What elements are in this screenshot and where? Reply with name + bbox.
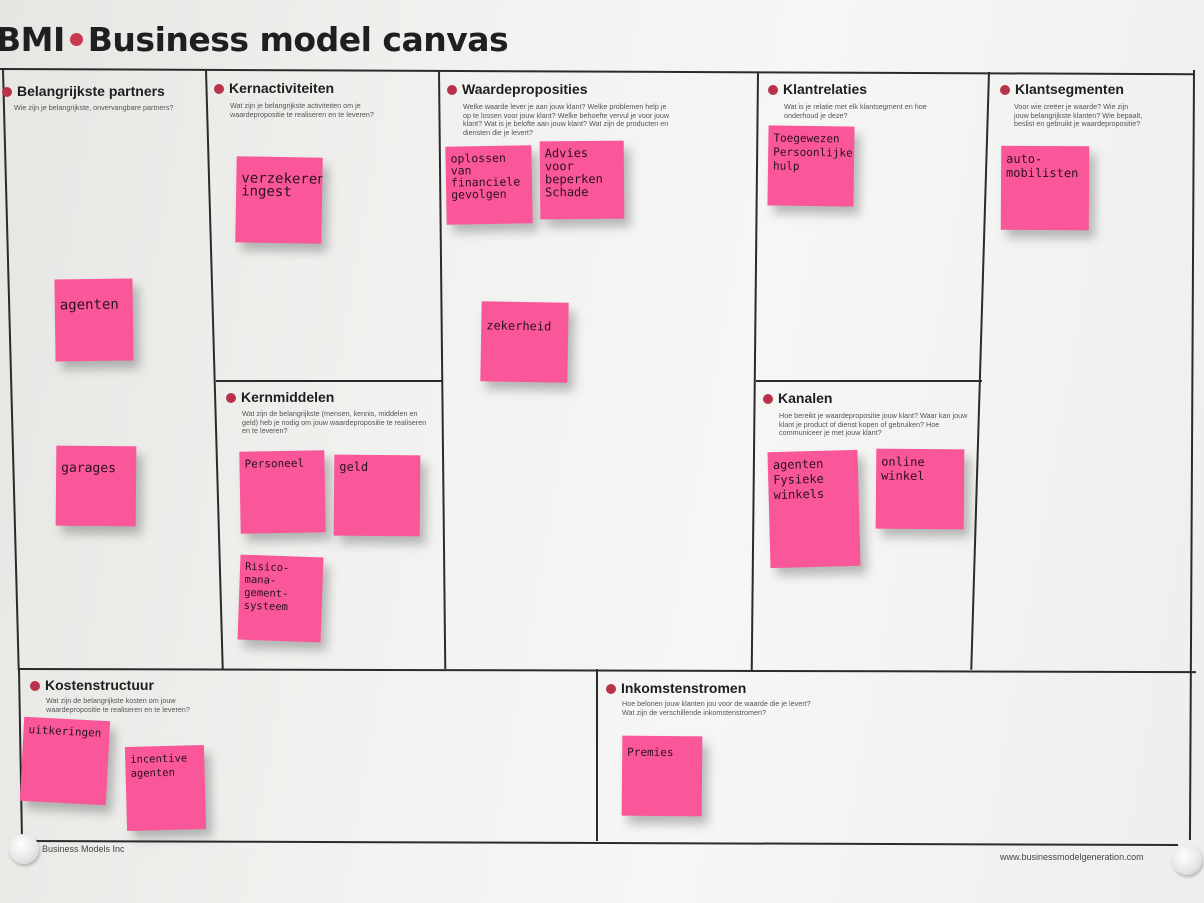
bullet-icon [1000,85,1010,95]
grid-v1 [205,69,224,669]
sticky-note[interactable]: Personeel [239,450,326,534]
question-resources: Wat zijn de belangrijkste (mensen, kenni… [242,409,427,436]
sticky-note[interactable]: Toegewezen Persoonlijke hulp [767,125,855,207]
bullet-icon [763,394,773,404]
bullet-icon [606,684,616,694]
poster-title: BMI Business model canvas [0,20,509,70]
sticky-note[interactable]: incentive agenten [124,744,207,832]
sticky-note[interactable]: Premies [621,735,703,817]
question-partners: Wie zijn je belangrijkste, onvervangbare… [14,103,174,112]
bullet-icon [447,85,457,95]
grid-middle-line [17,668,1196,674]
grid-right-edge [1188,69,1195,840]
sticky-note[interactable]: auto- mobilisten [1000,145,1090,231]
heading-activities-label: Kernactiviteiten [229,80,335,96]
heading-resources-label: Kernmiddelen [241,389,335,405]
sticky-note[interactable]: garages [55,445,137,527]
heading-value-label: Waardeproposities [462,81,588,97]
bullet-icon [768,85,778,95]
grid-h-activities [216,380,442,382]
heading-segments: Klantsegmenten [1000,81,1124,97]
heading-relations-label: Klantrelaties [783,81,868,97]
sticky-note[interactable]: online winkel [875,448,965,530]
sticky-note[interactable]: uitkeringen [19,716,111,806]
grid-left-edge [2,69,20,670]
heading-activities: Kernactiviteiten [214,80,334,96]
sticky-note[interactable]: zekerheid [480,301,569,383]
grid-h-relations [756,380,982,382]
grid-v4 [970,71,990,670]
question-revenue: Hoe belonen jouw klanten jou voor de waa… [622,699,811,717]
heading-channels: Kanalen [763,390,832,406]
heading-partners: Belangrijkste partners [2,83,165,99]
question-relations: Wat is je relatie met elk klantsegment e… [784,102,927,120]
bmi-logo: BMI [0,20,65,59]
heading-resources: Kernmiddelen [226,389,334,405]
footer-left: Business Models Inc [42,844,125,854]
magnet-icon [1172,845,1202,875]
bullet-icon [30,681,40,691]
sticky-note[interactable]: verzekeren ingest [235,156,323,244]
heading-segments-label: Klantsegmenten [1015,81,1124,97]
sticky-note[interactable]: oplossen van financiele gevolgen [445,145,533,225]
bullet-icon [2,87,12,97]
footer-right: www.businessmodelgeneration.com [1000,852,1144,862]
title-dot [69,33,83,46]
sticky-note[interactable]: Risico-mana- gement- systeem [237,554,324,643]
question-activities: Wat zijn je belangrijkste activiteiten o… [230,101,374,119]
grid-top-line [0,68,1195,76]
sticky-note[interactable]: agenten Fysieke winkels [767,449,861,569]
grid-v-bottom [596,669,598,841]
question-segments: Voor wie creëer je waarde? Wie zijn jouw… [1014,102,1143,129]
bullet-icon [226,393,236,403]
heading-costs: Kostenstructuur [30,677,154,693]
bullet-icon [214,84,224,94]
heading-value: Waardeproposities [447,81,588,97]
heading-revenue: Inkomstenstromen [606,680,746,696]
magnet-icon [9,834,39,864]
sticky-note[interactable]: Advies voor beperken Schade [539,140,625,220]
question-channels: Hoe bereikt je waardepropositie jouw kla… [779,411,968,438]
title-text: Business model canvas [87,20,509,59]
grid-bottom-line [27,840,1178,847]
heading-partners-label: Belangrijkste partners [17,83,165,99]
heading-costs-label: Kostenstructuur [45,677,154,693]
heading-relations: Klantrelaties [768,81,867,97]
question-costs: Wat zijn de belangrijkste kosten om jouw… [46,696,190,714]
heading-channels-label: Kanalen [778,390,833,406]
question-value: Welke waarde lever je aan jouw klant? We… [463,102,670,137]
heading-revenue-label: Inkomstenstromen [621,680,747,696]
sticky-note[interactable]: geld [333,454,421,537]
sticky-note[interactable]: agenten [54,278,134,362]
grid-v3 [750,71,759,670]
